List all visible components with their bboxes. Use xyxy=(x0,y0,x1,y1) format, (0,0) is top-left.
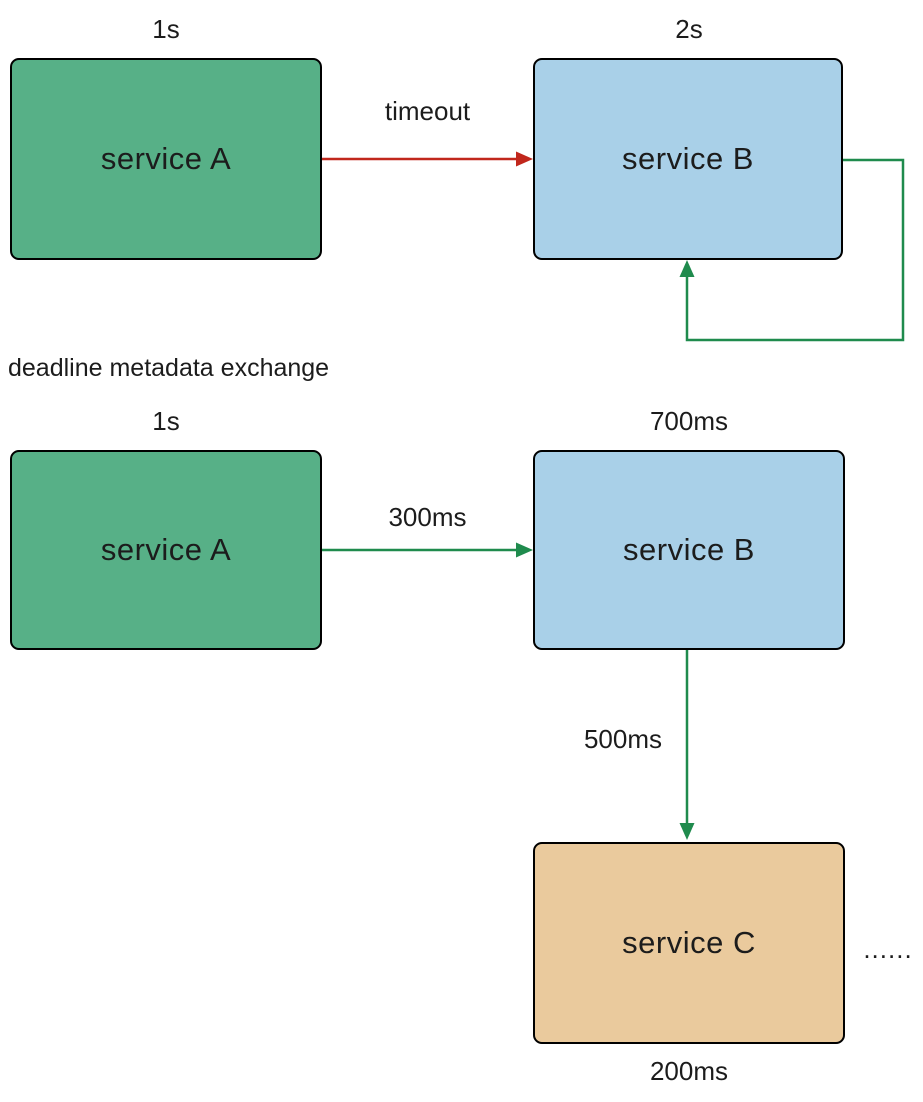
service-b-timeout-label-1: 2s xyxy=(675,14,703,44)
service-b-timeout-label-2: 700ms xyxy=(649,406,729,436)
service-a-timeout-label-2: 1s xyxy=(152,406,180,436)
service-a-label-1: service A xyxy=(100,141,232,176)
timeout-arrowhead-icon xyxy=(516,151,533,167)
loopback-arrow-line xyxy=(685,158,905,342)
service-b-box-1: service B xyxy=(533,58,843,260)
timeout-arrow xyxy=(322,151,533,167)
timeout-edge-label: timeout xyxy=(384,96,471,126)
b-to-c-arrow xyxy=(679,650,695,840)
service-a-label-2: service A xyxy=(100,532,232,567)
service-c-label: service C xyxy=(622,925,756,960)
service-a-timeout-label-1: 1s xyxy=(152,14,180,44)
service-b-label-2: service B xyxy=(623,532,755,567)
b-to-c-arrowhead-icon xyxy=(679,823,695,840)
a-to-b-arrow xyxy=(322,542,533,558)
service-a-box-2: service A xyxy=(10,450,322,650)
continuation-ellipsis: ...... xyxy=(863,934,913,964)
loopback-arrowhead-icon xyxy=(679,260,695,277)
loopback-arrow xyxy=(679,158,905,342)
a-to-b-edge-label: 300ms xyxy=(388,502,467,532)
b-to-c-edge-label: 500ms xyxy=(583,724,663,754)
service-b-label-1: service B xyxy=(622,141,754,176)
service-c-timeout-label: 200ms xyxy=(649,1056,729,1086)
service-b-box-2: service B xyxy=(533,450,845,650)
service-c-box: service C xyxy=(533,842,845,1044)
section-title: deadline metadata exchange xyxy=(8,354,330,382)
service-a-box-1: service A xyxy=(10,58,322,260)
a-to-b-arrowhead-icon xyxy=(516,542,533,558)
